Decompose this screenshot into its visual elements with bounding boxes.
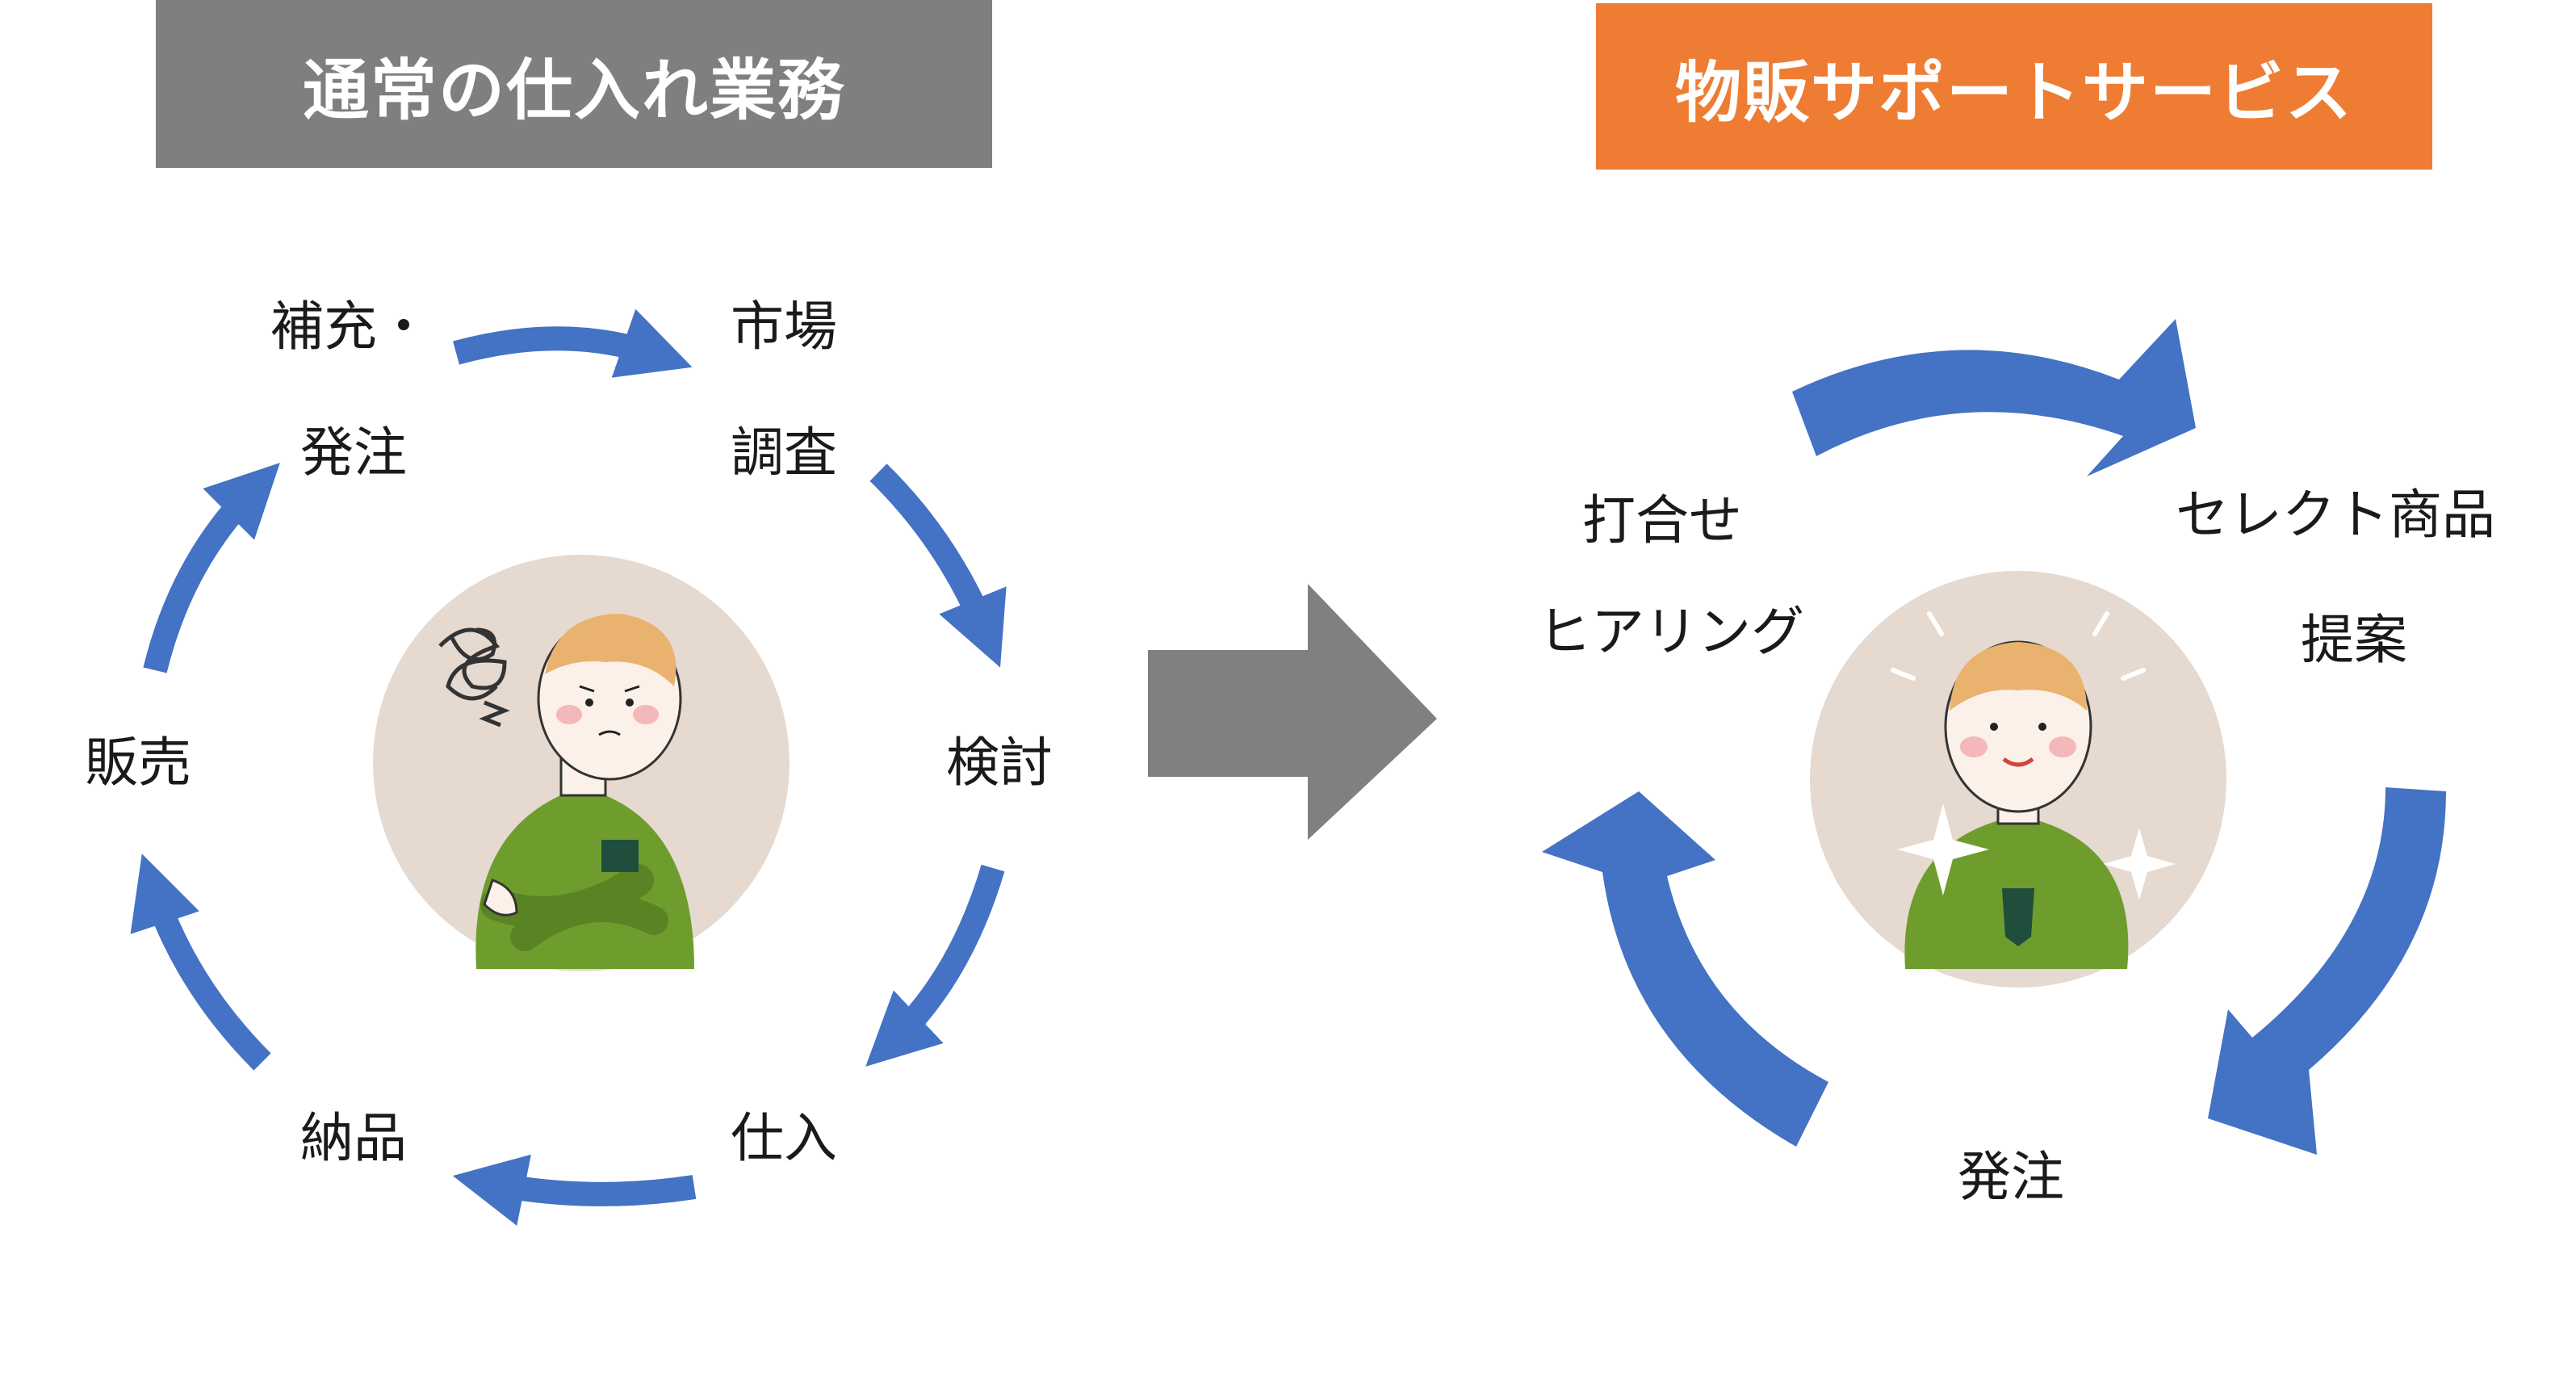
- label-delivery: 納品: [300, 1107, 407, 1169]
- happy-person-icon: [1810, 571, 2226, 988]
- banner-support-service-title: 物販サポートサービス: [1674, 54, 2353, 132]
- label-review: 検討: [946, 732, 1053, 794]
- banner-normal-purchasing-title: 通常の仕入れ業務: [302, 52, 845, 129]
- arrow-purchase-to-delivery: [452, 1154, 697, 1226]
- label-select-line1: セレクト商品: [2176, 484, 2495, 546]
- label-hearing: ヒアリング: [1538, 601, 1804, 663]
- arrow-proposal-to-order: [2208, 787, 2446, 1155]
- label-supply-line1: 補充・: [270, 296, 430, 358]
- left-cycle-arrows: [130, 308, 1007, 1226]
- label-order: 発注: [1958, 1146, 2064, 1208]
- label-sales: 販売: [85, 732, 191, 794]
- label-market-line2: 調査: [731, 422, 837, 484]
- label-supply-line2: 発注: [300, 422, 407, 484]
- right-arrow-icon: [1148, 584, 1437, 840]
- arrow-sales-to-supply: [143, 463, 280, 673]
- arrow-review-to-purchase: [865, 864, 1005, 1067]
- label-select-line2: 提案: [2301, 609, 2407, 671]
- arrow-delivery-to-sales: [130, 854, 271, 1071]
- worried-person-icon: [373, 555, 790, 971]
- label-meeting: 打合せ: [1582, 489, 1742, 552]
- arrow-market-to-review: [869, 463, 1007, 668]
- arrow-order-to-meeting: [1542, 791, 1828, 1147]
- arrow-meeting-to-proposal: [1792, 319, 2196, 476]
- label-market-line1: 市場: [731, 296, 837, 358]
- arrow-supply-to-market: [453, 308, 693, 378]
- banner-normal-purchasing: 通常の仕入れ業務: [156, 0, 992, 168]
- label-purchase: 仕入: [731, 1107, 837, 1169]
- banner-support-service: 物販サポートサービス: [1596, 3, 2432, 170]
- right-cycle-arrows: [1542, 319, 2446, 1155]
